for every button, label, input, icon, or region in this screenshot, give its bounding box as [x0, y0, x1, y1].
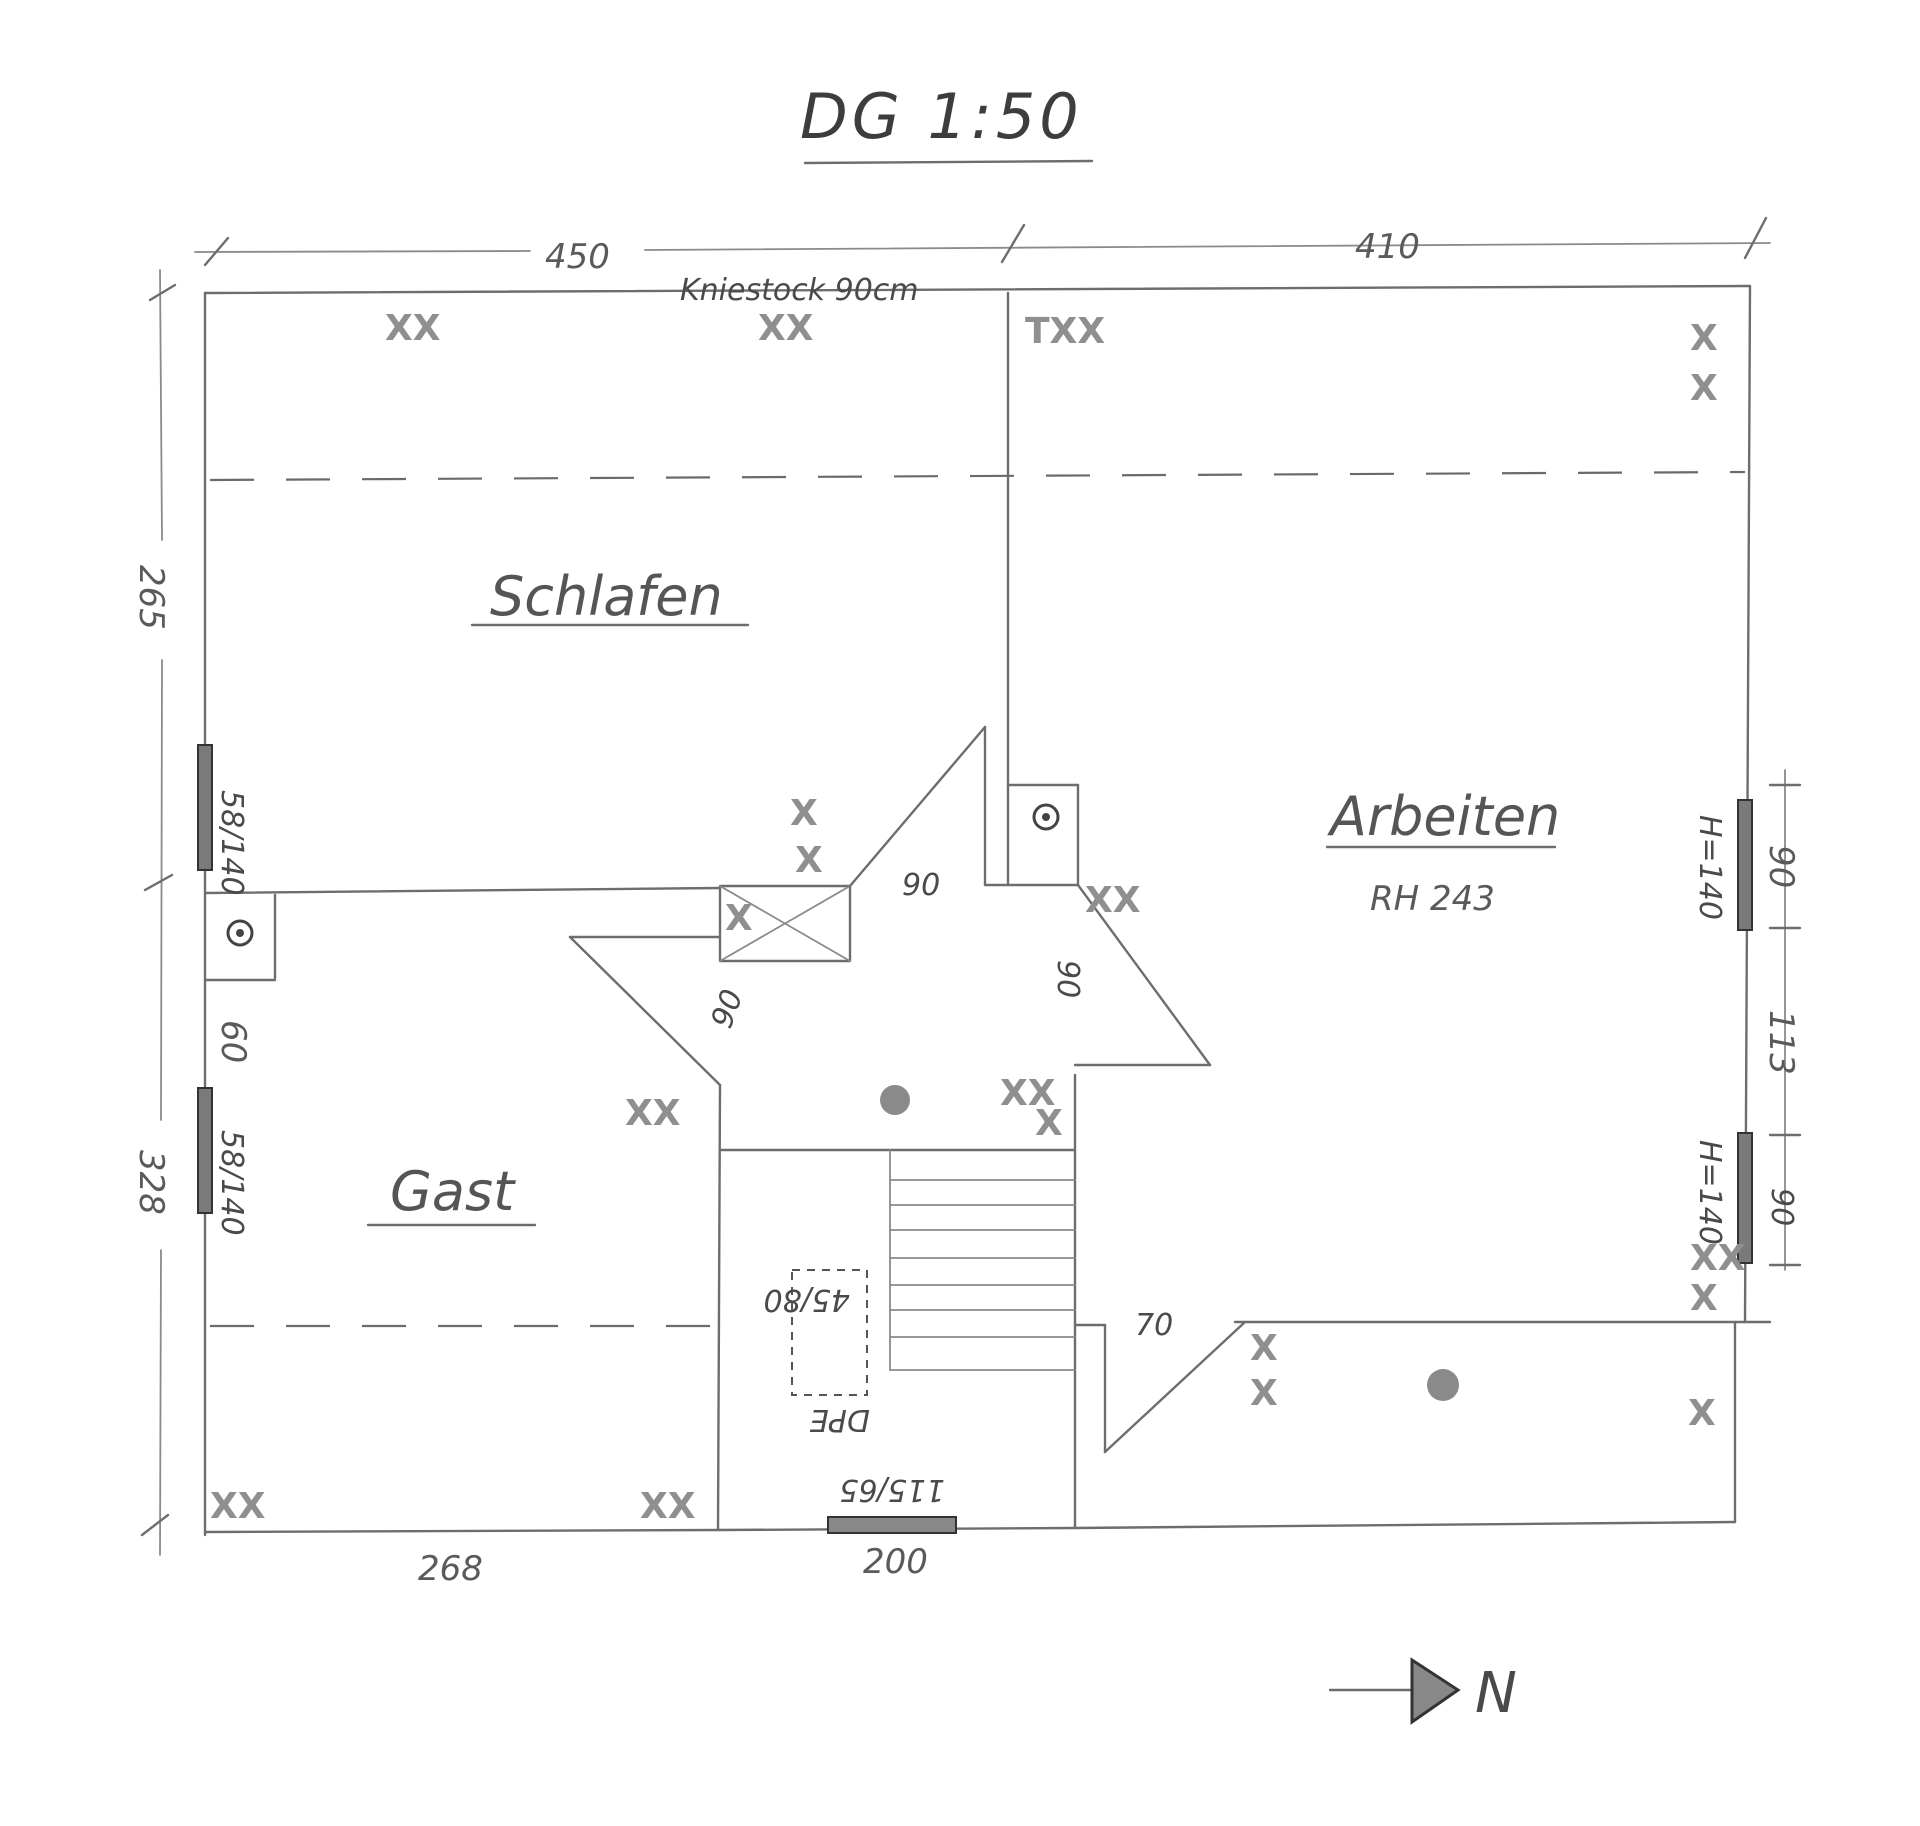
- door-width-4: 70: [1135, 1308, 1173, 1343]
- title-underline: [803, 159, 1094, 165]
- outlet-marker: XX: [1690, 1238, 1746, 1279]
- dim-left-lower: 328: [131, 1150, 171, 1215]
- room-schlafen: Schlafen: [490, 565, 723, 628]
- kniestock-note: Kniestock 90cm: [680, 273, 919, 308]
- top-dimension-line: [194, 216, 1771, 267]
- outlet-marker: X: [1690, 1278, 1718, 1319]
- window-right-lower: [1737, 1132, 1753, 1264]
- dim-top-left: 450: [545, 237, 610, 277]
- outlet-marker: X: [1250, 1373, 1278, 1414]
- outlet-marker: XX: [758, 308, 814, 349]
- outlet-marker: XX: [210, 1486, 266, 1527]
- window-left-upper-size: 58/140: [214, 790, 249, 896]
- chimney-right: [1032, 803, 1060, 831]
- door-width-2: 90: [1050, 960, 1085, 998]
- plan-title: DG 1:50: [800, 80, 1083, 153]
- attic-hatch: [718, 884, 852, 963]
- dpe-label: DPE: [810, 1402, 870, 1437]
- door-width-3: 90: [705, 985, 751, 1033]
- outlet-marker: XX: [1000, 1073, 1056, 1114]
- window-left-lower: [197, 1087, 213, 1214]
- window-right-upper-height: H=140: [1692, 815, 1727, 920]
- dim-bottom-mid: 200: [863, 1542, 928, 1582]
- room-gast: Gast: [390, 1160, 516, 1223]
- chimney-left: [226, 919, 254, 947]
- dim-right-window: 90: [1761, 845, 1801, 888]
- hall-walls: [568, 725, 1247, 1454]
- interior-walls: [203, 291, 1212, 1532]
- window-left-upper: [197, 744, 213, 871]
- outlet-marker: X: [795, 840, 823, 881]
- room-arbeiten: Arbeiten: [1327, 785, 1560, 848]
- window-right-upper: [1737, 799, 1753, 931]
- window-bottom-size-label: 115/65: [839, 1472, 945, 1507]
- left-dimension-line: [140, 269, 177, 1556]
- dim-wall-60: 60: [213, 1020, 253, 1063]
- outlet-marker: X: [1690, 368, 1718, 409]
- kniestock-line-top: [209, 470, 1746, 482]
- outlet-marker: X: [725, 898, 753, 939]
- outlet-marker: X: [1250, 1328, 1278, 1369]
- outlet-marker: X: [1690, 318, 1718, 359]
- dim-left-upper: 265: [131, 565, 171, 630]
- window-bottom: [827, 1516, 957, 1534]
- dim-bottom-left: 268: [418, 1549, 483, 1589]
- outlet-marker: X: [1035, 1103, 1063, 1144]
- dpe-size: 45/80: [764, 1282, 850, 1317]
- window-left-lower-size: 58/140: [214, 1130, 249, 1236]
- outlet-marker: XX: [1085, 880, 1141, 921]
- room-height: RH 243: [1370, 879, 1495, 919]
- outlet-marker: X: [1688, 1393, 1716, 1434]
- outlet-marker: XX: [625, 1093, 681, 1134]
- dim-top-right: 410: [1355, 227, 1420, 267]
- dim-right-mid: 113: [1761, 1010, 1801, 1075]
- staircase: [889, 1149, 1076, 1371]
- north-label: N: [1475, 1661, 1517, 1726]
- outlet-marker: XX: [640, 1486, 696, 1527]
- door-width-1: 90: [902, 868, 940, 903]
- dpe-box: [791, 1269, 868, 1396]
- dim-right-window-lower: 90: [1764, 1188, 1799, 1226]
- ceiling-light: [880, 1085, 910, 1115]
- right-dimension-line: [1768, 769, 1802, 1271]
- north-arrow-icon: [1328, 1657, 1461, 1725]
- window-right-lower-height: H=140: [1692, 1140, 1727, 1245]
- outlet-marker: X: [790, 793, 818, 834]
- ceiling-light: [1427, 1369, 1459, 1401]
- outlet-marker: XX: [385, 308, 441, 349]
- phone-outlet-marker: TXX: [1025, 311, 1105, 352]
